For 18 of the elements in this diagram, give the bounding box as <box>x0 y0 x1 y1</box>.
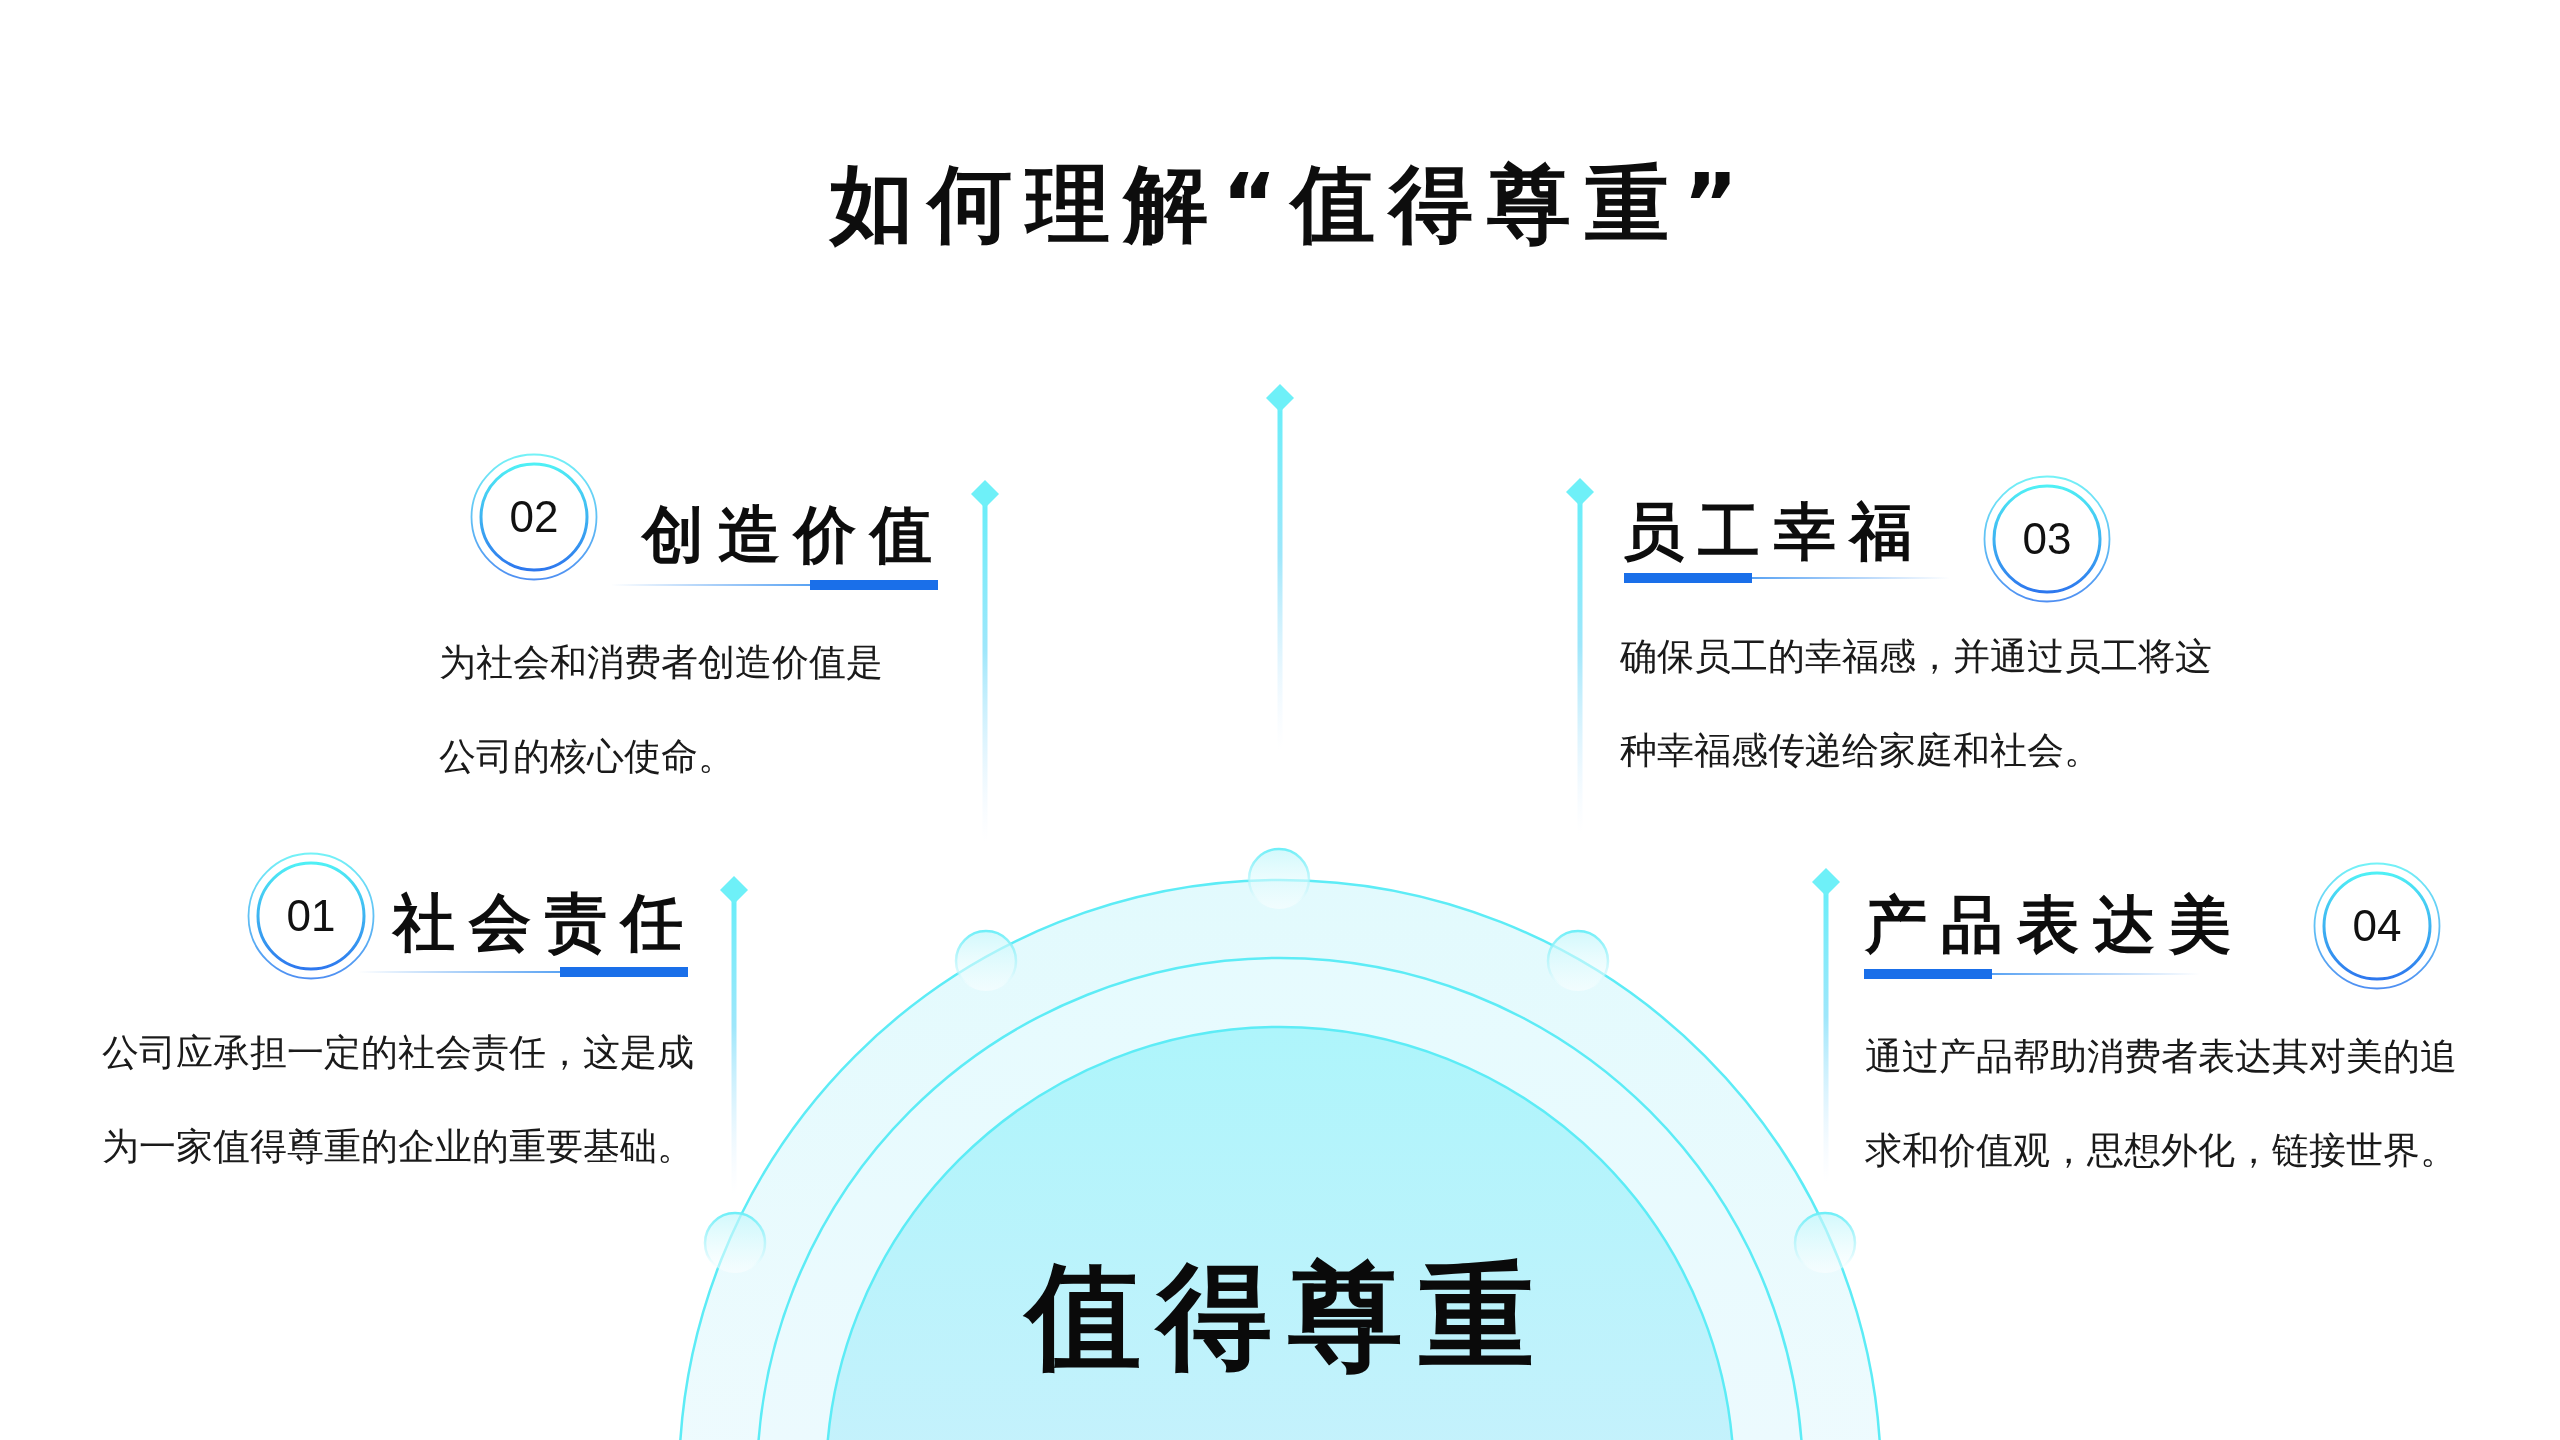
section-title: 创造价值 <box>642 498 946 573</box>
step-number: 02 <box>509 495 559 539</box>
step-number: 03 <box>2022 517 2072 561</box>
description-text: 公司应承担一定的社会责任，这是成为一家值得尊重的企业的重要基础。 <box>102 1030 695 1170</box>
number-circle <box>247 852 375 980</box>
number-circle <box>470 453 598 581</box>
page-title: 如何理解“值得尊重” <box>829 154 1753 255</box>
description-text: 为社会和消费者创造价值是公司的核心使命。 <box>439 640 884 780</box>
number-circle <box>2313 862 2441 990</box>
section-title: 社会责任 <box>393 886 697 961</box>
step-number: 04 <box>2352 904 2402 948</box>
step-number: 01 <box>286 894 336 938</box>
description-text: 确保员工的幸福感，并通过员工将这种幸福感传递给家庭和社会。 <box>1620 634 2213 774</box>
section-title: 产品表达美 <box>1865 888 2245 963</box>
section-title: 员工幸福 <box>1622 495 1926 570</box>
semicircle-hub <box>824 1025 1736 1440</box>
number-circle <box>1983 475 2111 603</box>
description-text: 通过产品帮助消费者表达其对美的追求和价值观，思想外化，链接世界。 <box>1865 1034 2458 1174</box>
